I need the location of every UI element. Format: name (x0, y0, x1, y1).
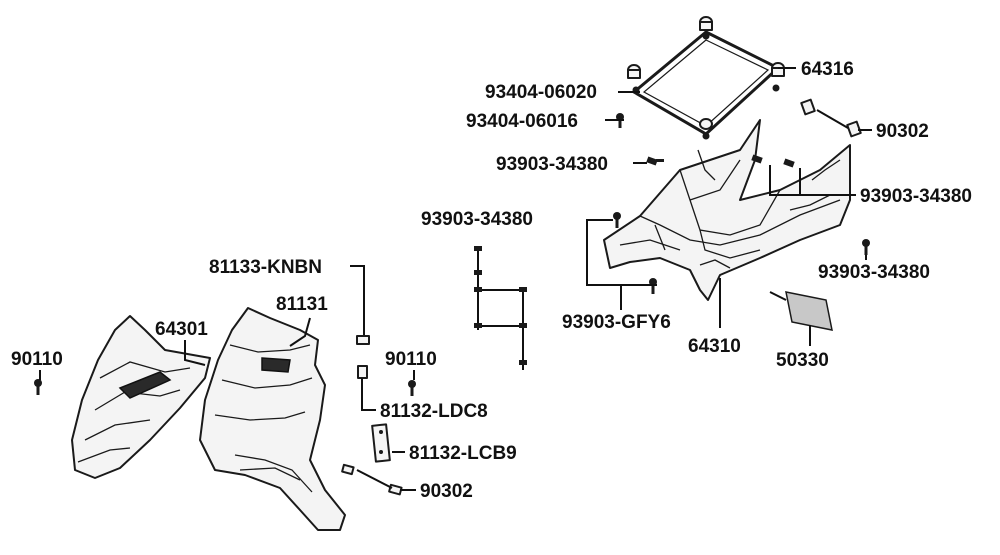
label-93404-06020: 93404-06020 (485, 82, 597, 103)
part-81132-ldc8-bolt (357, 365, 368, 379)
label-64310: 64310 (688, 336, 741, 357)
label-90302-bottom: 90302 (420, 481, 473, 502)
label-93404-06016: 93404-06016 (466, 111, 578, 132)
label-50330: 50330 (776, 350, 829, 371)
fastener-ladder (474, 246, 527, 370)
part-64301-front-cover (71, 315, 211, 479)
screw-93903-34380-c (862, 239, 870, 255)
part-81133-knbn-clip (356, 335, 370, 345)
callout-labels: 64316 93404-06020 93404-06016 90302 9390… (11, 59, 972, 502)
screw-90110-right (408, 380, 416, 396)
part-81131-inner-cover (199, 307, 346, 531)
screw-90110-left (34, 379, 42, 395)
screws-group-right (613, 113, 870, 294)
label-93903-34380-a: 93903-34380 (496, 154, 608, 175)
screw-93903-34380-b2 (783, 158, 795, 168)
label-90302-top: 90302 (876, 121, 929, 142)
screw-93903-34380-b1 (751, 154, 763, 164)
part-90302-bottom-clip (341, 463, 403, 496)
label-81131: 81131 (276, 294, 328, 315)
screw-93903-gfy6-a (613, 212, 621, 228)
label-93903-34380-c: 93903-34380 (421, 209, 533, 230)
screw-93903-34380-a (646, 156, 664, 166)
part-81132-lcb9-plate (371, 423, 391, 463)
label-81133-knbn: 81133-KNBN (209, 257, 322, 278)
label-93903-34380-d: 93903-34380 (818, 262, 930, 283)
label-64316: 64316 (801, 59, 854, 80)
leader-lines (39, 67, 872, 491)
label-81132-ldc8: 81132-LDC8 (380, 401, 488, 422)
label-93903-gfy6: 93903-GFY6 (562, 312, 671, 333)
label-90110-left: 90110 (11, 349, 63, 370)
label-64301: 64301 (155, 319, 208, 340)
part-64310-body (603, 119, 851, 301)
label-81132-lcb9: 81132-LCB9 (409, 443, 517, 464)
part-90302-top-clip (800, 98, 862, 138)
label-90110-right: 90110 (385, 349, 437, 370)
label-93903-34380-b: 93903-34380 (860, 186, 972, 207)
part-50330-pad (785, 291, 833, 331)
